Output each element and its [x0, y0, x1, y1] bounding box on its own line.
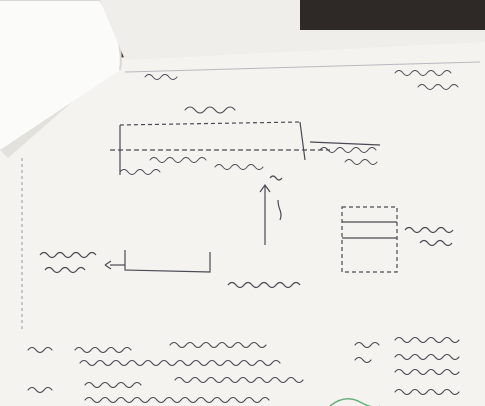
- lower-left-plot-box: [39, 250, 301, 289]
- handwriting-top: [119, 70, 459, 175]
- center-arrow: [259, 175, 283, 245]
- paper-sheet: [0, 40, 485, 406]
- cover-sheet: [0, 0, 121, 150]
- green-ink-mark: [329, 398, 380, 406]
- right-plot-box: [341, 206, 454, 273]
- upper-plot-boundary: [110, 121, 381, 175]
- handwriting-bottom: [27, 336, 460, 404]
